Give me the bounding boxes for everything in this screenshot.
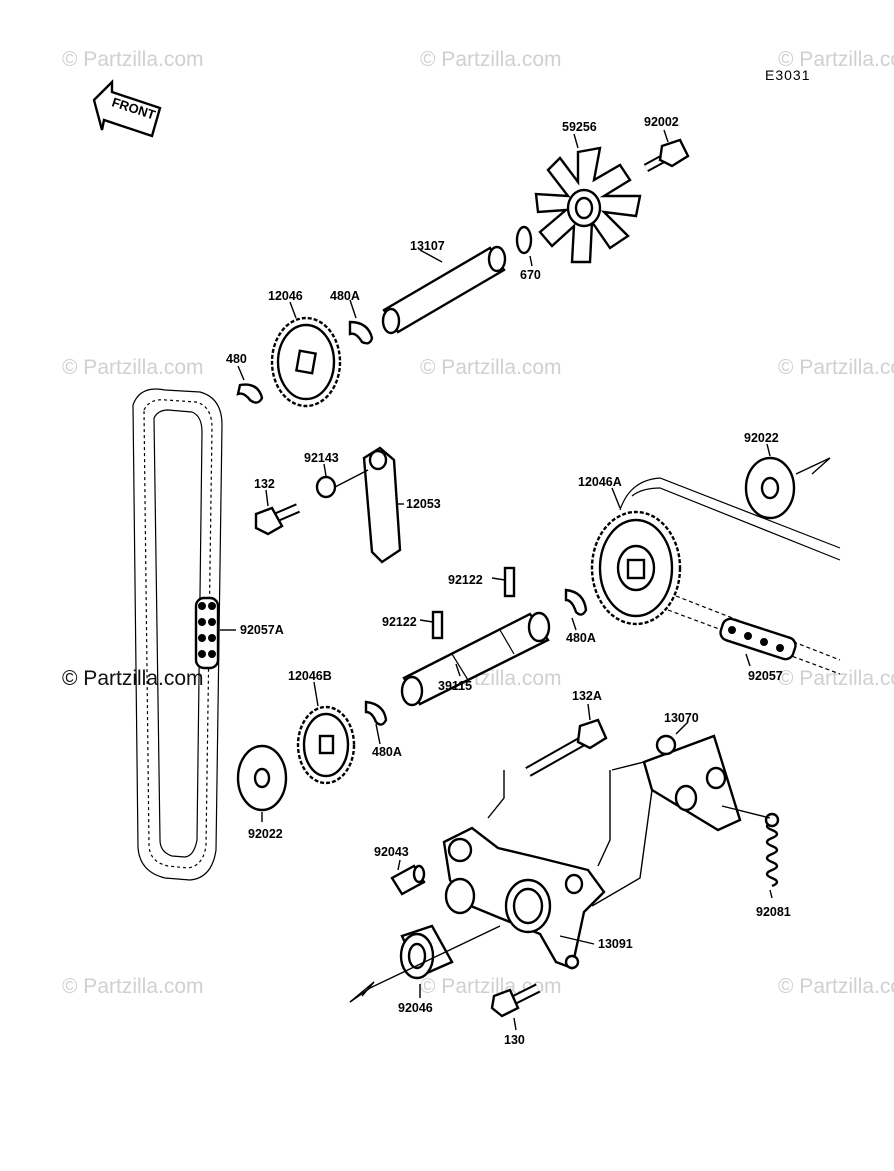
- label-132a: 132A: [572, 689, 602, 703]
- sprocket-12046: [270, 316, 342, 408]
- label-13070: 13070: [664, 711, 699, 725]
- watermark-5: © Partzilla.com: [420, 356, 562, 379]
- sprocket-12046a: [590, 477, 841, 675]
- watermark-2: © Partzilla.com: [420, 48, 562, 71]
- label-92143: 92143: [304, 451, 339, 465]
- pin-92122-a: [503, 566, 516, 598]
- watermark-4: © Partzilla.com: [62, 356, 204, 379]
- collar-92043: [390, 864, 426, 896]
- label-132: 132: [254, 477, 275, 491]
- chain-link-92057: [719, 617, 797, 661]
- bolt-132a: [525, 718, 608, 777]
- drive-chain-loop: [132, 388, 223, 881]
- label-480a-low: 480A: [372, 745, 402, 759]
- chain-guide-12053: [362, 446, 402, 564]
- bolt-132: [254, 503, 300, 536]
- bushing-92046: [399, 924, 454, 980]
- watermark-11: © Partzilla.com: [420, 975, 562, 998]
- label-480a-mid: 480A: [566, 631, 596, 645]
- watermark-12: © Partzilla.com: [778, 975, 894, 998]
- shaft-13107: [381, 245, 507, 335]
- tensioner-13070: [642, 734, 742, 832]
- label-12046a: 12046A: [578, 475, 622, 489]
- washer-92022-right: [744, 456, 796, 520]
- impeller-59256: [534, 146, 642, 264]
- label-59256: 59256: [562, 120, 597, 134]
- circlip-480a-mid: [564, 588, 588, 616]
- label-480: 480: [226, 352, 247, 366]
- front-arrow-icon: FRONT: [92, 79, 162, 138]
- chain-link-92057a: [194, 596, 220, 670]
- circlip-480a-top: [348, 320, 374, 345]
- label-92002: 92002: [644, 115, 679, 129]
- label-480a-top: 480A: [330, 289, 360, 303]
- label-39115: 39115: [438, 679, 472, 693]
- watermark-6: © Partzilla.com: [778, 356, 894, 379]
- ring-670: [515, 225, 533, 255]
- bolt-92002: [643, 138, 690, 172]
- label-92046: 92046: [398, 1001, 433, 1015]
- bolt-130: [490, 983, 541, 1018]
- label-92081: 92081: [756, 905, 791, 919]
- pin-92122-b: [431, 610, 444, 640]
- label-13107: 13107: [410, 239, 445, 253]
- watermark-10: © Partzilla.com: [62, 975, 204, 998]
- diagram-code: E3031: [765, 67, 810, 83]
- label-670: 670: [520, 268, 541, 282]
- watermark-1: © Partzilla.com: [62, 48, 204, 71]
- label-92022-left: 92022: [248, 827, 283, 841]
- spring-92081: [764, 812, 780, 888]
- label-92043: 92043: [374, 845, 409, 859]
- circlip-480: [236, 383, 264, 404]
- pointer-right-upper: [795, 457, 831, 475]
- label-92122-a: 92122: [448, 573, 483, 587]
- label-92122-b: 92122: [382, 615, 417, 629]
- watermark-9: © Partzilla.com: [778, 667, 894, 690]
- washer-92022-left: [236, 744, 288, 812]
- watermark-7: © Partzilla.com: [62, 667, 204, 690]
- leader-lines: [220, 129, 773, 1031]
- label-12053: 12053: [406, 497, 441, 511]
- label-12046b: 12046B: [288, 669, 332, 683]
- label-12046: 12046: [268, 289, 303, 303]
- watermark-3: © Partzilla.com: [778, 48, 894, 71]
- sprocket-12046b: [296, 705, 356, 785]
- circlip-480a-low: [364, 700, 388, 726]
- part-labels: 59256 92002 13107 670 12046 480A 480 921…: [226, 115, 791, 1047]
- label-92022-right: 92022: [744, 431, 779, 445]
- label-92057: 92057: [748, 669, 783, 683]
- label-92057a: 92057A: [240, 623, 284, 637]
- bracket-13091: [442, 826, 606, 970]
- washer-92143: [315, 475, 337, 499]
- shaft-39115: [400, 611, 551, 707]
- label-13091: 13091: [598, 937, 633, 951]
- label-130: 130: [504, 1033, 525, 1047]
